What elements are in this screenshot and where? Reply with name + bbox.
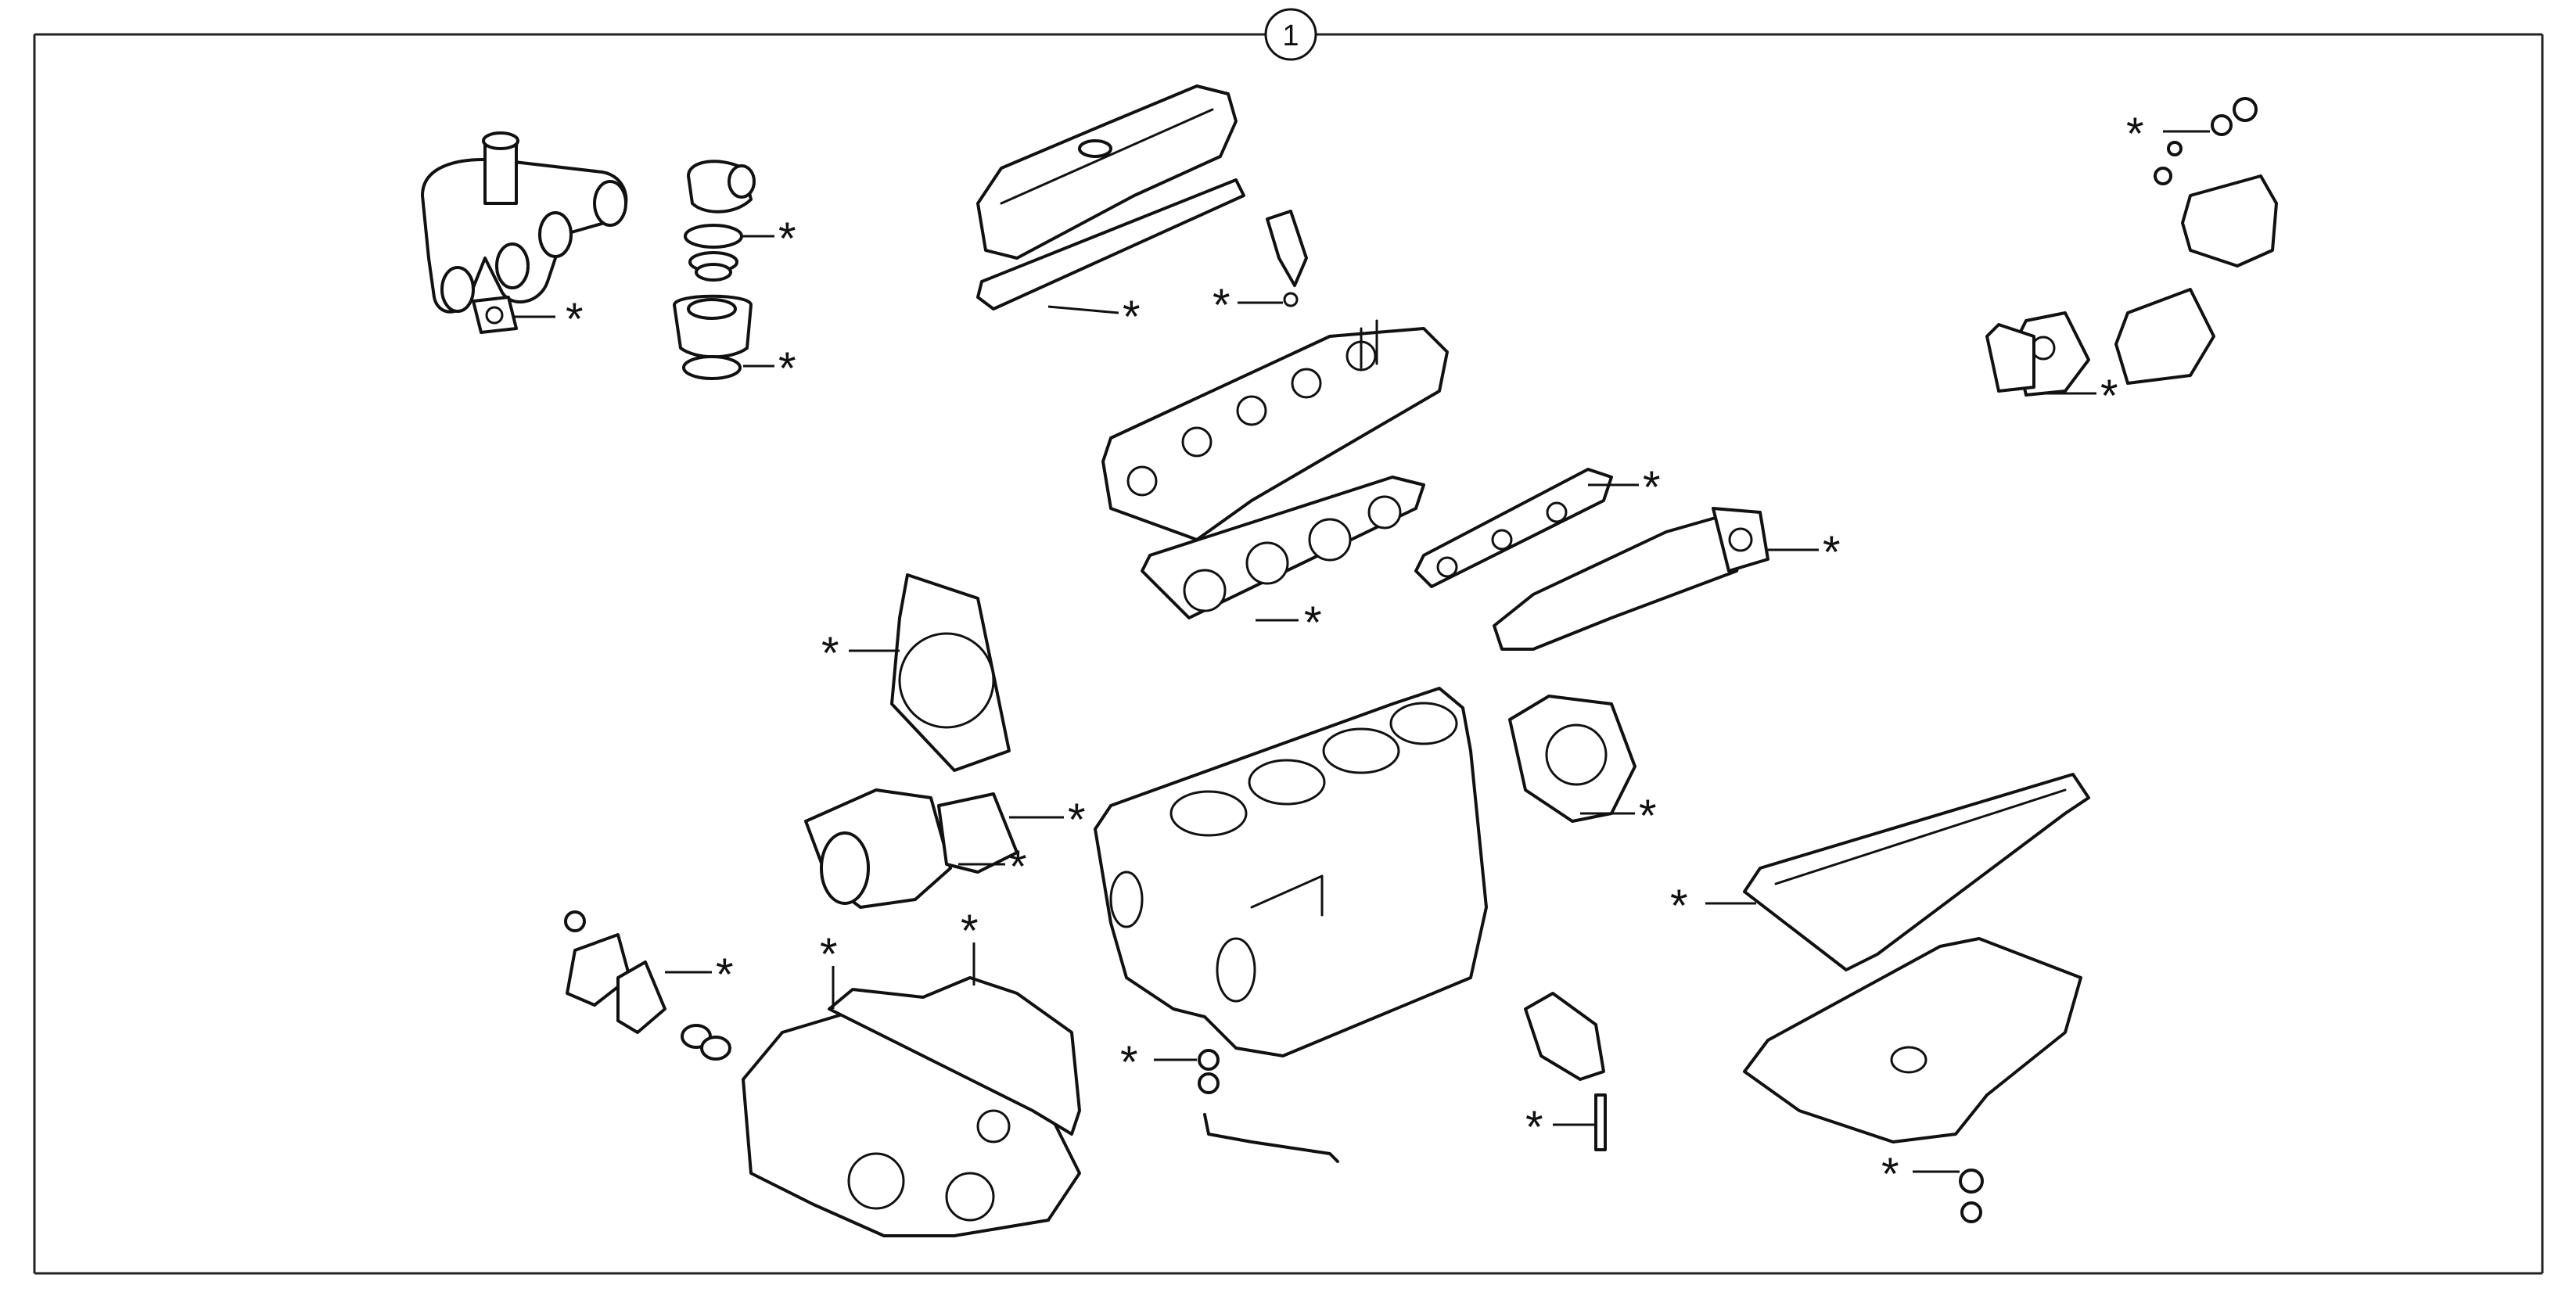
asterisk-marker: * bbox=[2100, 371, 2118, 422]
asterisk-marker: * bbox=[1304, 598, 1322, 648]
marker-thermostat-upper: * bbox=[743, 214, 796, 264]
reference-callout: 1 bbox=[1264, 8, 1317, 61]
intake-manifold bbox=[421, 131, 628, 334]
asterisk-marker: * bbox=[1639, 791, 1657, 842]
exhaust-manifold-gasket bbox=[1414, 468, 1613, 588]
rear-housing-gasket bbox=[1508, 695, 1636, 823]
asterisk-marker: * bbox=[1068, 795, 1086, 845]
asterisk-marker: * bbox=[1525, 1102, 1543, 1153]
rocker-cover bbox=[976, 84, 1238, 260]
marker-injector-seal: * bbox=[1213, 280, 1283, 331]
asterisk-marker: * bbox=[1120, 1037, 1138, 1088]
marker-cover-gasket: * bbox=[665, 950, 734, 1000]
marker-stud: * bbox=[1525, 1102, 1594, 1153]
marker-thermostat-lower: * bbox=[743, 343, 796, 394]
asterisk-marker: * bbox=[1009, 842, 1027, 892]
asterisk-marker: * bbox=[961, 906, 979, 957]
asterisk-marker: * bbox=[2126, 109, 2144, 160]
marker-drain-plug-washer: * bbox=[1881, 1149, 1960, 1200]
marker-water-pump-gasket-upper: * bbox=[1009, 795, 1086, 845]
small-cover-gasket bbox=[616, 960, 666, 1034]
marker-dipstick-seal: * bbox=[1120, 1037, 1197, 1088]
asterisk-marker: * bbox=[778, 214, 796, 264]
thermostat-housing-assembly bbox=[673, 160, 756, 380]
oil-pan bbox=[1743, 937, 2082, 1143]
marker-exhaust-gasket: * bbox=[1588, 462, 1661, 513]
exhaust-manifold bbox=[1493, 507, 1769, 651]
stud bbox=[1594, 1093, 1607, 1151]
asterisk-marker: * bbox=[1823, 527, 1841, 578]
timing-cover-gasket bbox=[828, 976, 1081, 1136]
marker-oil-pan-gasket: * bbox=[1670, 881, 1756, 932]
asterisk-marker: * bbox=[1881, 1149, 1899, 1200]
small-cover-plate bbox=[564, 910, 631, 1007]
asterisk-marker: * bbox=[716, 950, 734, 1000]
rocker-cover-gasket bbox=[976, 178, 1245, 311]
asterisk-marker: * bbox=[1643, 462, 1661, 513]
head-gasket bbox=[1141, 476, 1425, 619]
cylinder-block bbox=[1094, 687, 1488, 1057]
marker-water-pump-gasket-lower: * bbox=[958, 842, 1027, 892]
marker-timing-cover-gasket-left: * bbox=[820, 929, 838, 1009]
bushing bbox=[681, 1024, 731, 1061]
marker-intake-gasket: * bbox=[512, 294, 584, 345]
marker-head-gasket: * bbox=[1256, 598, 1322, 648]
diagram-frame bbox=[33, 33, 2544, 1275]
oil-pan-gasket bbox=[1743, 773, 2090, 971]
mount-bracket bbox=[1524, 992, 1605, 1081]
water-pump bbox=[804, 788, 1019, 909]
rear-plate-gasket bbox=[890, 573, 1011, 772]
asterisk-marker: * bbox=[1123, 292, 1141, 343]
asterisk-marker: * bbox=[1670, 881, 1688, 932]
reference-number: 1 bbox=[1282, 20, 1299, 52]
marker-rocker-gasket: * bbox=[1047, 292, 1141, 343]
marker-filter-housing-gasket: * bbox=[2042, 371, 2118, 422]
timing-cover bbox=[742, 1007, 1081, 1237]
asterisk-marker: * bbox=[778, 343, 796, 394]
marker-rear-plate-gasket: * bbox=[821, 628, 900, 679]
marker-rear-housing-gasket: * bbox=[1580, 791, 1657, 842]
cylinder-head bbox=[1101, 319, 1449, 541]
asterisk-marker: * bbox=[821, 628, 839, 679]
dipstick-tube bbox=[1198, 1049, 1339, 1163]
asterisk-marker: * bbox=[566, 294, 584, 345]
marker-timing-cover-gasket-right: * bbox=[961, 906, 979, 986]
injector bbox=[1266, 210, 1308, 307]
marker-oil-filter-seal: * bbox=[2126, 109, 2210, 160]
oil-filter-assembly bbox=[1985, 97, 2278, 397]
drain-plug bbox=[1959, 1169, 1984, 1223]
asterisk-marker: * bbox=[820, 929, 838, 980]
marker-exhaust-flange: * bbox=[1768, 527, 1841, 578]
asterisk-marker: * bbox=[1213, 280, 1231, 331]
